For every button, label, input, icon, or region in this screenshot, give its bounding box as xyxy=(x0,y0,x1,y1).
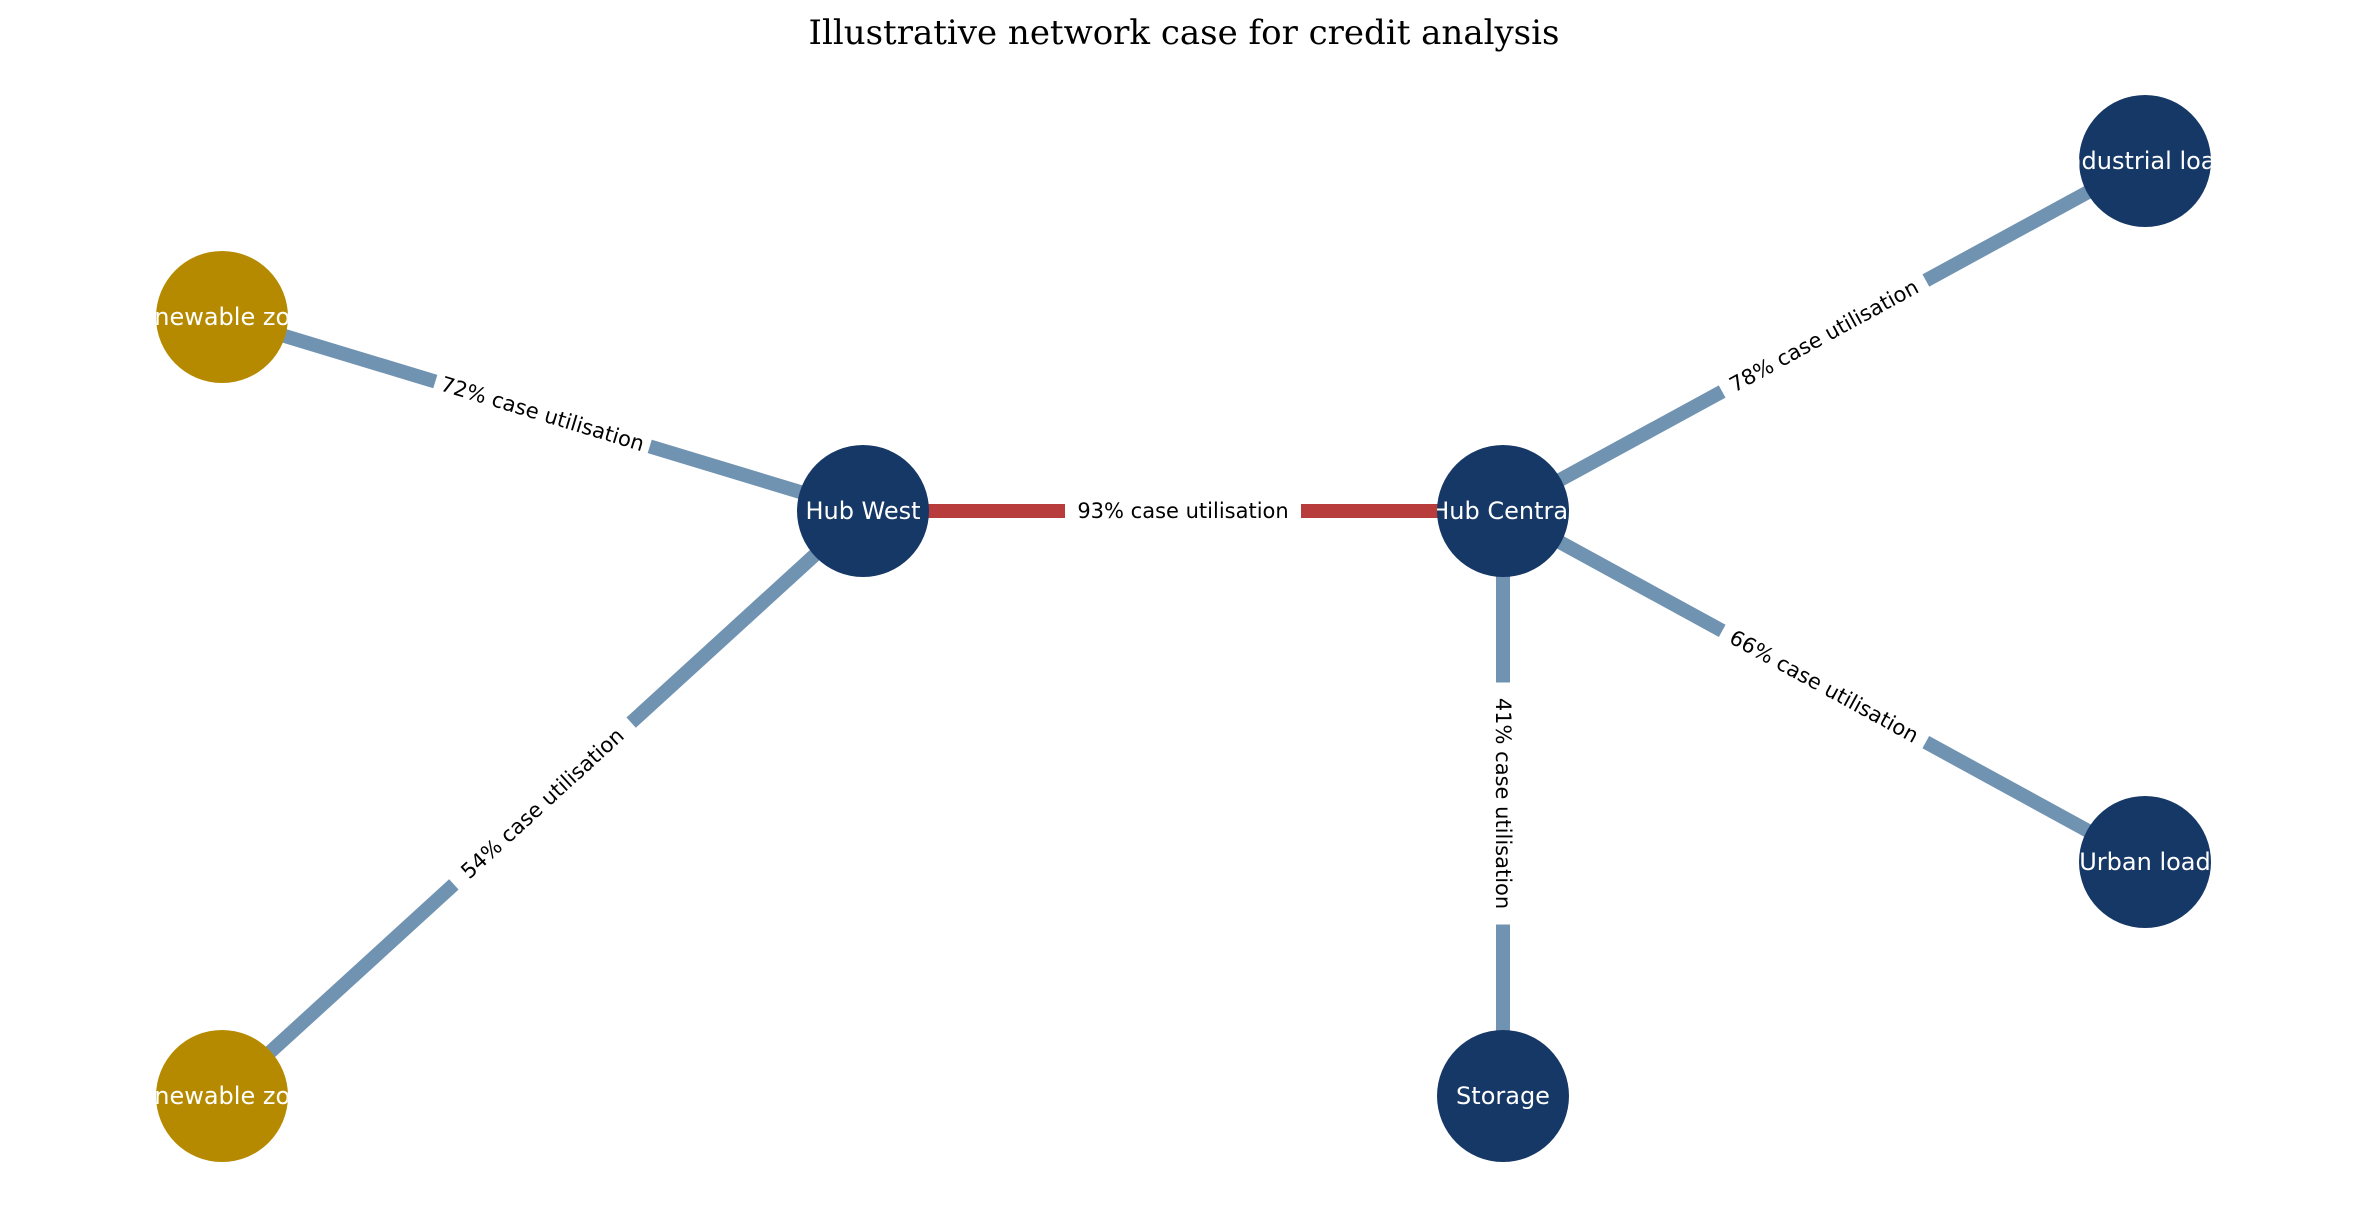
node-renew_s xyxy=(156,1030,288,1162)
edge-label-background xyxy=(431,370,654,458)
node-label-industrial: Industrial load xyxy=(2059,147,2230,175)
node-label-storage: Storage xyxy=(1456,1082,1550,1110)
edge-label-group: 54% case utilisation xyxy=(445,713,640,894)
edge-label-group: 66% case utilisation xyxy=(1716,620,1932,753)
edge-label-group: 41% case utilisation xyxy=(1491,682,1515,925)
node-label-renew_n: Renewable zone xyxy=(124,303,320,331)
node-hub_west xyxy=(797,445,929,577)
node-renew_n xyxy=(156,251,288,383)
edge-label: 54% case utilisation xyxy=(456,723,628,883)
node-storage xyxy=(1437,1030,1569,1162)
edge-label-group: 93% case utilisation xyxy=(1065,499,1301,523)
edge-label-group: 72% case utilisation xyxy=(431,370,654,458)
node-hub_central xyxy=(1437,445,1569,577)
node-label-hub_west: Hub West xyxy=(805,497,920,525)
edge-label-background xyxy=(1491,682,1515,925)
diagram-title: Illustrative network case for credit ana… xyxy=(809,13,1560,53)
edge-label: 66% case utilisation xyxy=(1726,625,1923,747)
edge-label-background xyxy=(1716,269,1932,403)
edge-label-background xyxy=(1716,620,1932,753)
edge-label-background xyxy=(1065,499,1301,523)
node-label-renew_s: Renewable zone xyxy=(124,1082,320,1110)
node-label-hub_central: Hub Central xyxy=(1431,497,1575,525)
node-industrial xyxy=(2079,95,2211,227)
edge-label-group: 78% case utilisation xyxy=(1716,269,1932,403)
nodes-layer: Hub West Hub Central Industrial loadUrban … xyxy=(124,95,2230,1162)
edge-label: 78% case utilisation xyxy=(1725,275,1922,397)
edge-label: 41% case utilisation xyxy=(1491,698,1515,909)
node-urban xyxy=(2079,796,2211,928)
edge-label: 72% case utilisation xyxy=(438,372,647,456)
node-label-urban: Urban load xyxy=(2079,848,2211,876)
edge-label-background xyxy=(445,713,640,894)
edge-label: 93% case utilisation xyxy=(1077,499,1288,523)
edges-layer: 72% case utilisation 54% case utilisation… xyxy=(217,154,2149,1102)
